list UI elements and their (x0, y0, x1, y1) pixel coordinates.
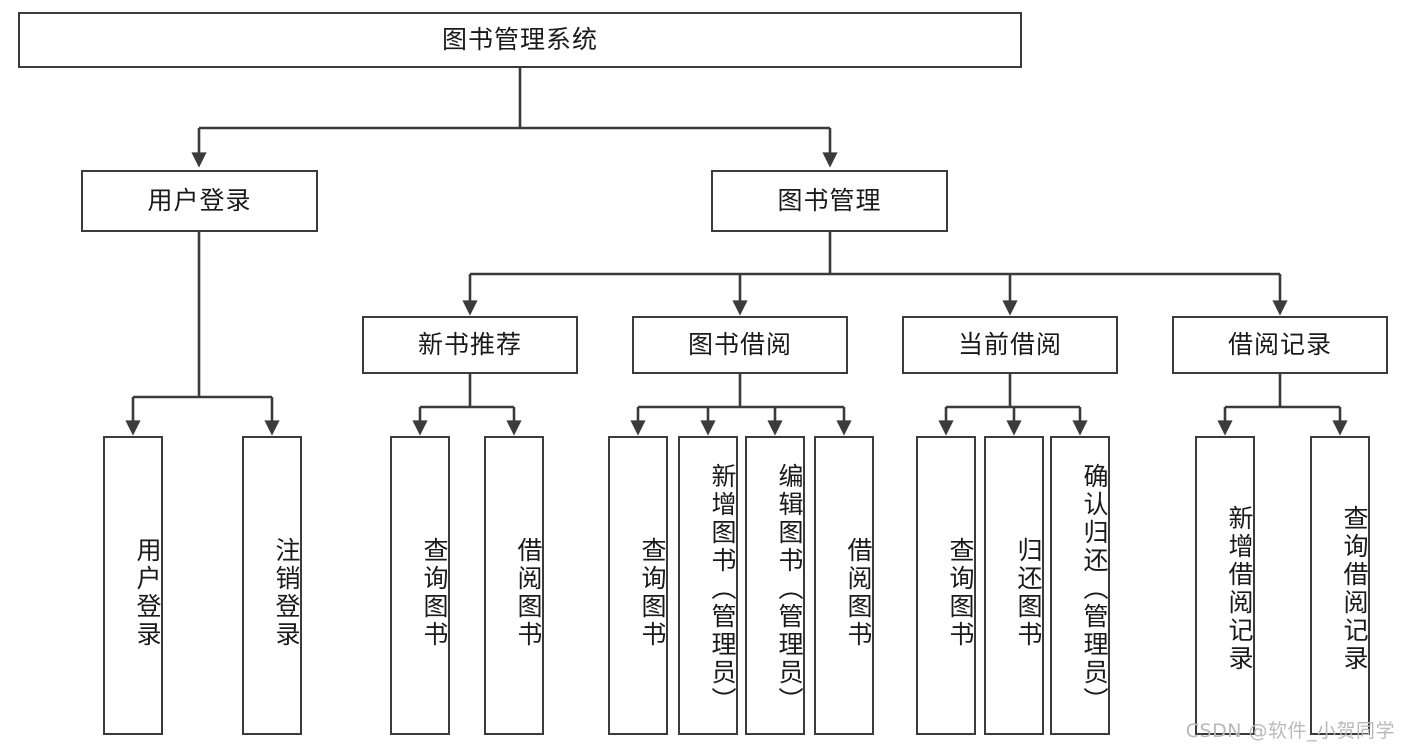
node-book-management[interactable]: 图书管理 (711, 170, 948, 232)
node-label: 查询借阅记录 (1340, 504, 1369, 673)
node-label: 新增图书（管理员） (708, 462, 737, 715)
node-leaf-query-book-borrowing[interactable]: 查询图书 (608, 436, 668, 735)
node-label: 用户登录 (133, 536, 162, 649)
node-new-book-recommendation[interactable]: 新书推荐 (362, 316, 578, 374)
node-label: 确认归还（管理员） (1080, 462, 1109, 715)
node-leaf-add-borrow-record[interactable]: 新增借阅记录 (1195, 436, 1255, 735)
node-label: 用户登录 (147, 186, 252, 216)
node-leaf-logout-login[interactable]: 注销登录 (242, 436, 302, 735)
node-book-borrowing[interactable]: 图书借阅 (632, 316, 848, 374)
node-leaf-return-book[interactable]: 归还图书 (984, 436, 1044, 735)
node-label: 图书管理系统 (441, 25, 598, 55)
node-label: 新书推荐 (417, 330, 522, 360)
node-leaf-edit-book-admin[interactable]: 编辑图书（管理员） (745, 436, 805, 735)
node-label: 查询图书 (946, 536, 975, 649)
node-label: 编辑图书（管理员） (775, 462, 804, 715)
node-leaf-borrow-book-new-rec[interactable]: 借阅图书 (484, 436, 544, 735)
node-label: 借阅记录 (1227, 330, 1332, 360)
node-label: 借阅图书 (514, 536, 543, 649)
csdn-watermark: CSDN @软件_小贺同学 (1185, 720, 1395, 742)
node-root-book-management-system[interactable]: 图书管理系统 (18, 12, 1022, 68)
node-leaf-query-book-current[interactable]: 查询图书 (916, 436, 976, 735)
node-leaf-borrow-book-borrowing[interactable]: 借阅图书 (814, 436, 874, 735)
node-leaf-add-book-admin[interactable]: 新增图书（管理员） (678, 436, 738, 735)
node-borrowing-records[interactable]: 借阅记录 (1172, 316, 1388, 374)
node-label: 图书管理 (777, 186, 882, 216)
node-leaf-query-borrow-record[interactable]: 查询借阅记录 (1310, 436, 1370, 735)
node-label: 借阅图书 (844, 536, 873, 649)
node-label: 当前借阅 (957, 330, 1062, 360)
node-label: 归还图书 (1014, 536, 1043, 649)
node-label: 注销登录 (272, 536, 301, 649)
node-leaf-user-login[interactable]: 用户登录 (103, 436, 163, 735)
node-label: 新增借阅记录 (1225, 504, 1254, 673)
node-label: 查询图书 (420, 536, 449, 649)
node-user-login[interactable]: 用户登录 (81, 170, 318, 232)
node-leaf-confirm-return-admin[interactable]: 确认归还（管理员） (1050, 436, 1110, 735)
node-leaf-query-book-new-rec[interactable]: 查询图书 (390, 436, 450, 735)
node-label: 图书借阅 (687, 330, 792, 360)
node-current-borrowing[interactable]: 当前借阅 (902, 316, 1118, 374)
node-label: 查询图书 (638, 536, 667, 649)
